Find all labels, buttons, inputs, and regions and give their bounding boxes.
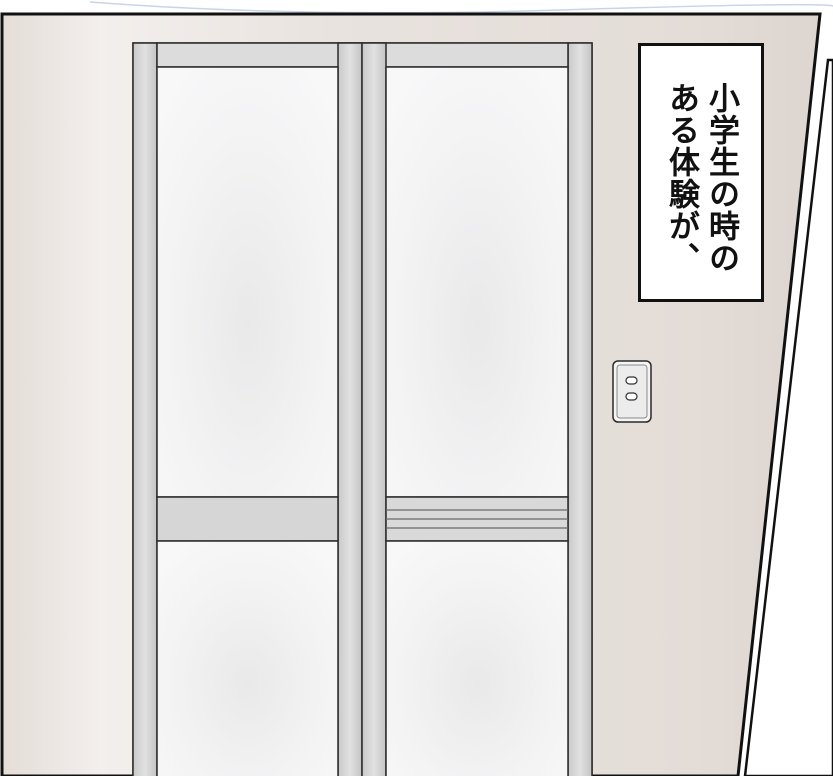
- switch-button-bottom: [625, 392, 638, 401]
- door-center-stile-right: [361, 42, 387, 776]
- top-decorative-curve: [89, 1, 833, 14]
- right-lower-glass: [385, 540, 569, 776]
- left-lower-glass: [156, 540, 339, 776]
- switch-button-top: [625, 376, 638, 385]
- narration-caption-text: 小学生の時の ある体験が、: [663, 82, 739, 274]
- left-upper-glass: [156, 66, 339, 498]
- door-center-stile-left: [337, 42, 363, 776]
- light-switch: [612, 360, 652, 423]
- sliding-door: [132, 42, 593, 776]
- panel-gutter: [743, 58, 833, 776]
- left-mid-rail: [156, 496, 339, 542]
- narration-caption-box: 小学生の時の ある体験が、: [638, 43, 764, 302]
- door-frame-right: [567, 42, 593, 776]
- right-upper-glass: [385, 66, 569, 498]
- door-frame-left: [132, 42, 158, 776]
